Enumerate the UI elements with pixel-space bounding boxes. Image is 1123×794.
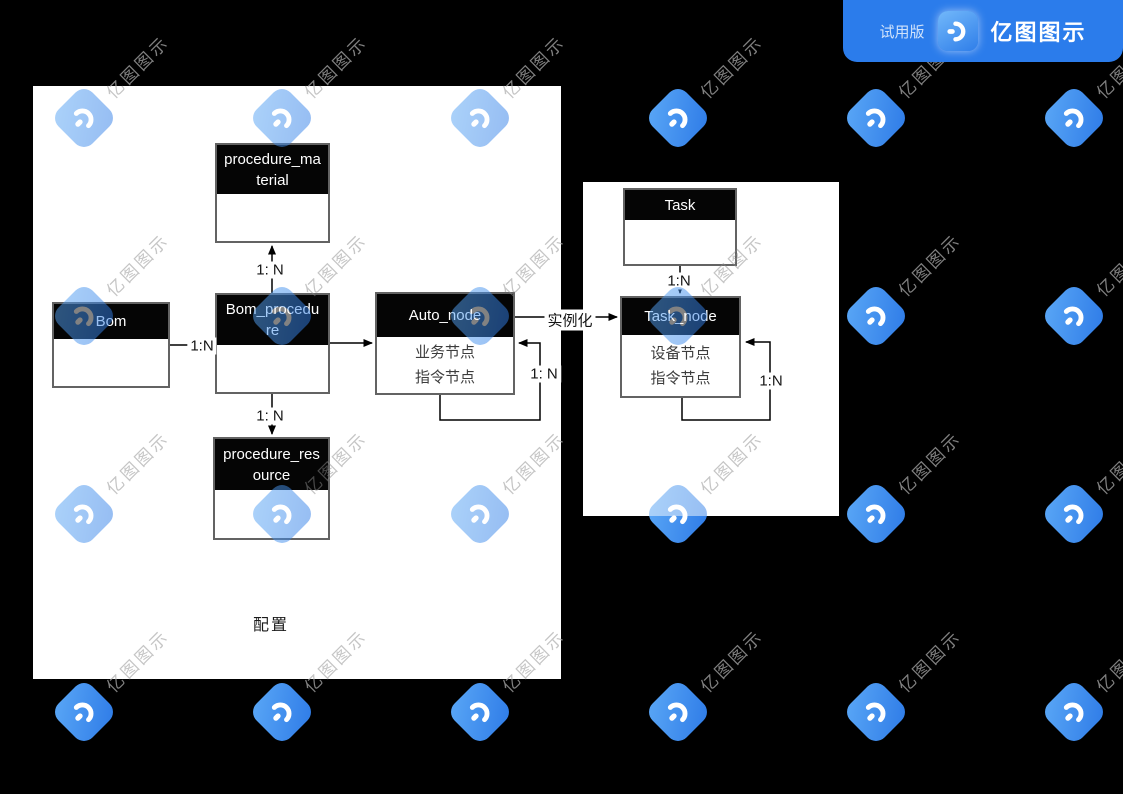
edraw-app-logo-icon — [937, 11, 978, 51]
relationship-label-bom-procedure-resource: 1: N — [253, 407, 287, 425]
relationship-label-bom-procedure-material: 1: N — [253, 261, 287, 279]
entity-task[interactable]: Task — [623, 188, 737, 266]
entity-header: procedure_ma terial — [217, 145, 328, 194]
trial-version-badge[interactable]: 试用版 亿图图示 — [843, 0, 1123, 62]
relationship-label-task-task-node: 1:N — [664, 272, 694, 290]
relationship-label-task-node-self: 1:N — [756, 372, 786, 390]
connector-auto-node-self-loop[interactable] — [439, 339, 541, 421]
trial-version-label: 试用版 — [879, 23, 925, 41]
relationship-label-auto-node-self: 1: N — [527, 365, 561, 383]
group-caption-config: 配置 — [252, 617, 290, 634]
entity-title: Task — [664, 196, 696, 214]
relationship-label-instantiate: 实例化 — [544, 309, 596, 331]
entity-procedure-material[interactable]: procedure_ma terial — [215, 143, 330, 243]
connector-task-node-self-loop[interactable] — [681, 338, 771, 421]
entity-title: procedure_ma terial — [224, 150, 321, 189]
entity-title: procedure_res ource — [223, 445, 320, 484]
entity-header: Task — [625, 190, 735, 220]
brand-name-label: 亿图图示 — [990, 20, 1087, 45]
relationship-label-bom-bom-procedure: 1:N — [187, 337, 217, 355]
